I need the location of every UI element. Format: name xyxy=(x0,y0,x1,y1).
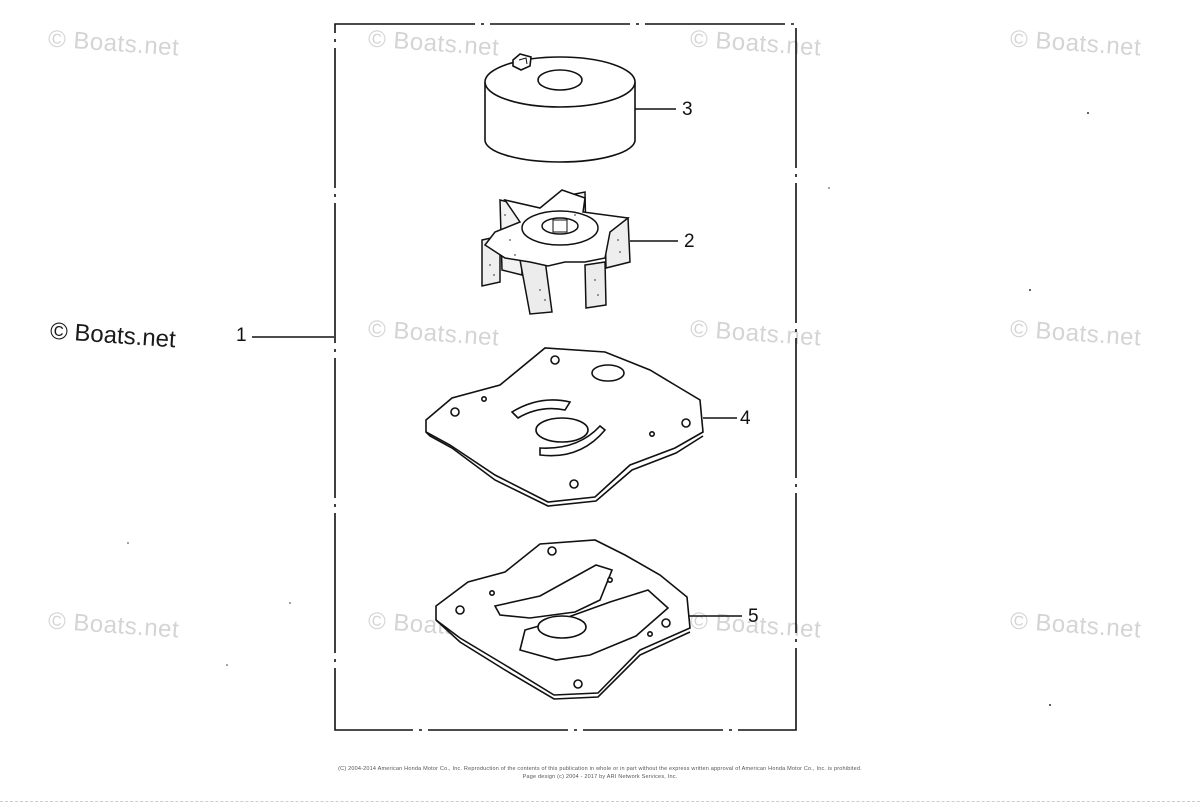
callout-2: 2 xyxy=(684,231,695,252)
outer-plate xyxy=(425,347,704,507)
copyright-line: (C) 2004-2014 American Honda Motor Co., … xyxy=(338,766,862,772)
bottom-rule xyxy=(0,801,1200,802)
impeller xyxy=(481,189,631,315)
callout-4: 4 xyxy=(740,408,751,429)
callout-3: 3 xyxy=(682,99,693,120)
callout-5: 5 xyxy=(748,606,759,627)
callout-1: 1 xyxy=(236,325,247,346)
pump-housing xyxy=(484,53,636,163)
gasket xyxy=(435,539,691,700)
scan-specks xyxy=(127,112,1089,706)
page-design-line: Page design (c) 2004 - 2017 by ARI Netwo… xyxy=(522,774,678,780)
kit-frame xyxy=(334,23,797,731)
